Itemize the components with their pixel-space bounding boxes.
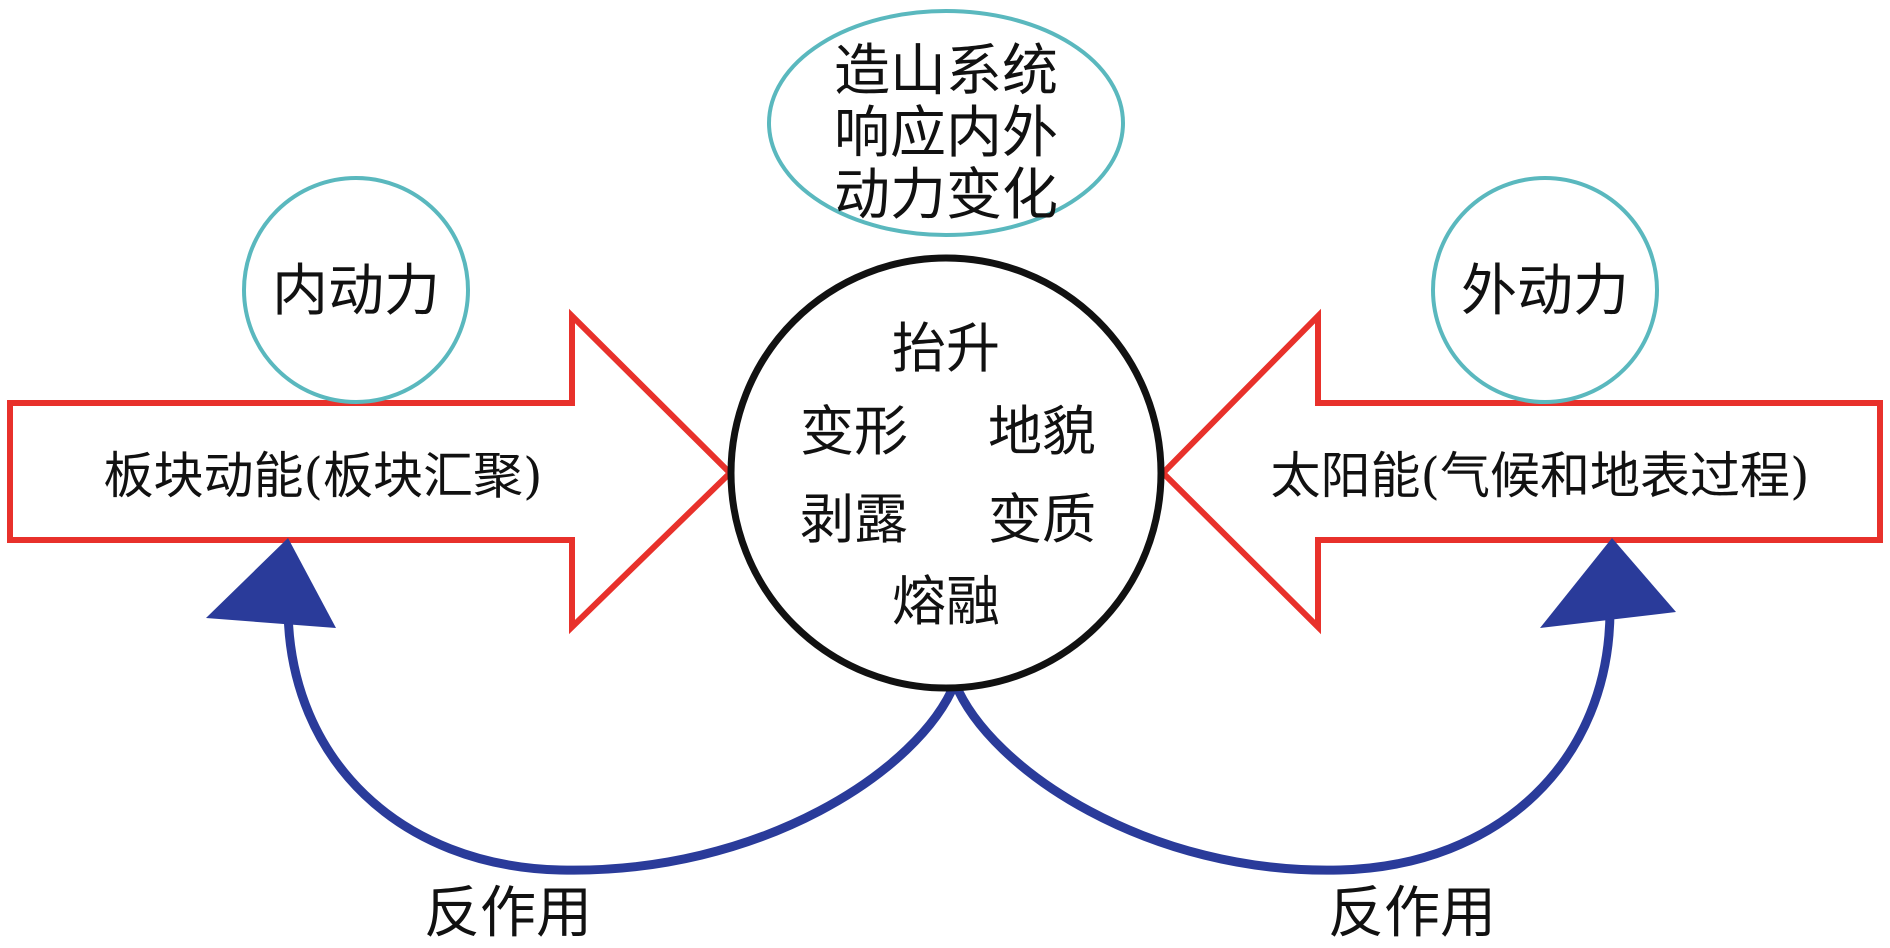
right-arrow-label: 太阳能(气候和地表过程) <box>1270 447 1809 505</box>
right-arrow <box>1158 308 1883 635</box>
feedback-label-left: 反作用 <box>424 881 592 946</box>
top-bubble <box>767 9 1125 237</box>
core-exhumation: 剥露 <box>800 488 908 551</box>
top-bubble-line-1: 造山系统 <box>834 39 1058 104</box>
top-bubble-line-3: 动力变化 <box>834 163 1058 228</box>
feedback-label-right: 反作用 <box>1328 881 1496 946</box>
feedback-arrowhead-right <box>1540 538 1676 628</box>
feedback-arc-right <box>950 605 1615 875</box>
feedback-arrowhead-left <box>206 538 336 628</box>
right-bubble-label: 外动力 <box>1461 259 1629 324</box>
top-bubble-line-2: 响应内外 <box>834 101 1058 166</box>
left-arrow <box>7 308 735 635</box>
core-circle <box>727 254 1165 692</box>
core-uplift: 抬升 <box>892 317 1000 380</box>
feedback-arc-left <box>283 605 960 875</box>
core-melting: 熔融 <box>892 570 1000 633</box>
left-bubble-label: 内动力 <box>272 259 440 324</box>
right-bubble <box>1431 176 1659 404</box>
core-metamorphism: 变质 <box>988 488 1096 551</box>
left-arrow-label: 板块动能(板块汇聚) <box>103 447 542 505</box>
core-landform: 地貌 <box>988 400 1096 463</box>
left-bubble <box>242 176 470 404</box>
core-deformation: 变形 <box>800 400 908 463</box>
